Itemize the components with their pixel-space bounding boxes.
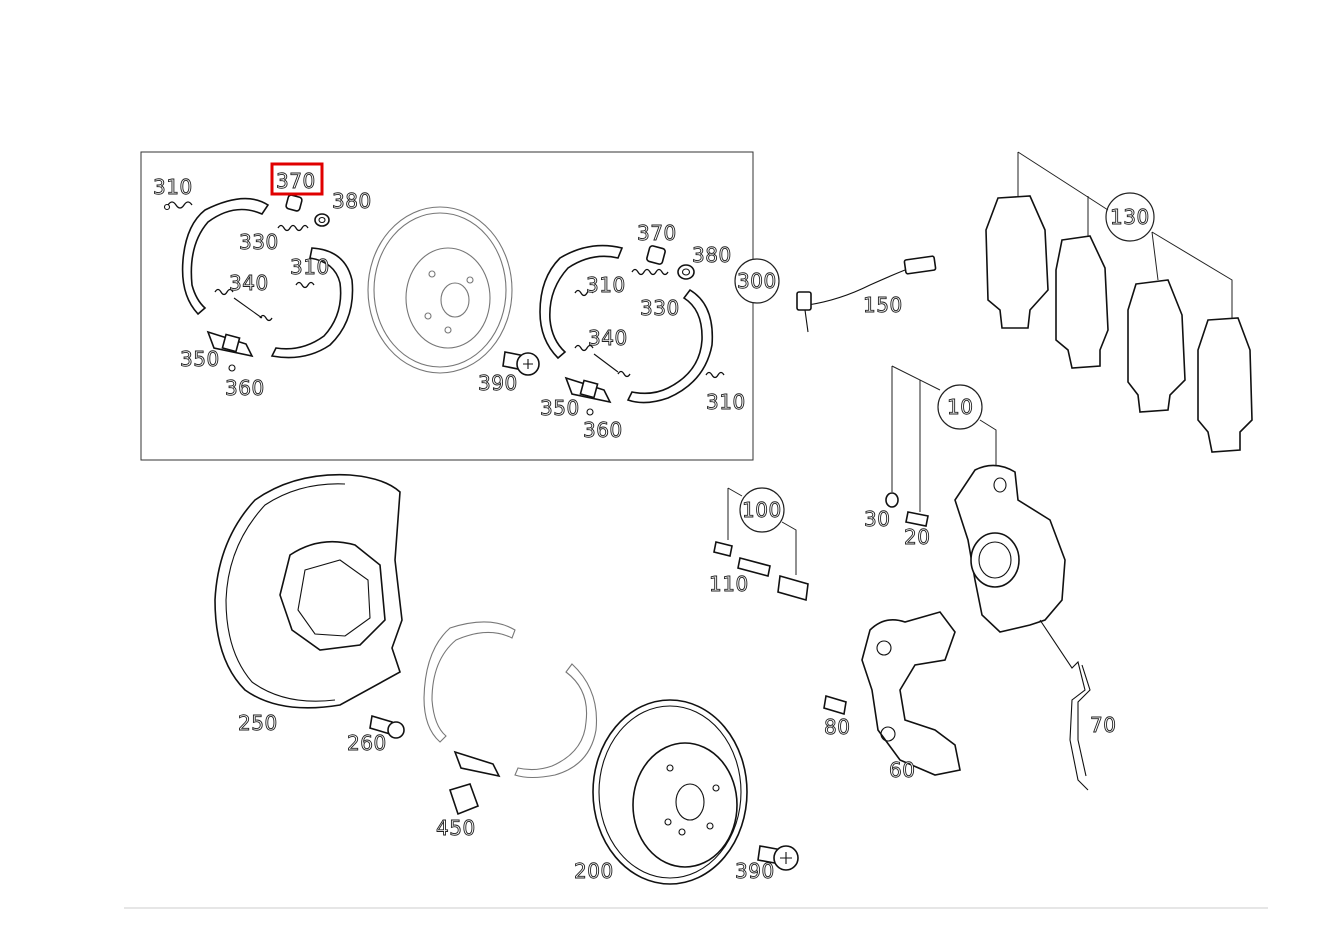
- spring-310-right[interactable]: [574, 289, 594, 297]
- adjuster-nut-370-right[interactable]: [646, 245, 666, 265]
- spring-310-right-2[interactable]: [705, 371, 725, 379]
- sleeve-380-left[interactable]: [314, 213, 330, 227]
- caliper-carrier-60[interactable]: [861, 611, 961, 776]
- label-350-a[interactable]: 350: [180, 347, 220, 372]
- label-390-b[interactable]: 390: [735, 859, 775, 884]
- brake-disc-drum-inner[interactable]: [367, 206, 513, 374]
- brake-disc-200[interactable]: [592, 699, 748, 885]
- leader-100: [727, 487, 797, 575]
- spring-330-left[interactable]: [277, 224, 309, 232]
- leader-130: [1017, 151, 1233, 318]
- label-30[interactable]: 30: [864, 507, 891, 532]
- sleeve-380-right[interactable]: [677, 264, 695, 280]
- callout-circle-100: [739, 487, 785, 533]
- spring-310-left-2[interactable]: [295, 281, 315, 289]
- caliper-10[interactable]: [954, 464, 1066, 633]
- adjuster-nut-370-left[interactable]: [285, 194, 303, 212]
- guide-pin-110[interactable]: [713, 541, 809, 602]
- label-200[interactable]: 200: [574, 859, 614, 884]
- spring-340-right[interactable]: [574, 344, 631, 378]
- label-20[interactable]: 20: [904, 525, 931, 550]
- adjuster-350-left[interactable]: [206, 330, 254, 358]
- label-100[interactable]: 100: [742, 498, 782, 523]
- label-390-a[interactable]: 390: [478, 371, 518, 396]
- wear-sensor-150[interactable]: [796, 255, 937, 333]
- label-80[interactable]: 80: [824, 715, 851, 740]
- label-380-b[interactable]: 380: [692, 243, 732, 268]
- backing-plate-250[interactable]: [214, 473, 403, 709]
- label-330-b[interactable]: 330: [640, 296, 680, 321]
- label-300[interactable]: 300: [737, 269, 777, 294]
- label-350-b[interactable]: 350: [540, 396, 580, 421]
- label-450[interactable]: 450: [436, 816, 476, 841]
- label-150[interactable]: 150: [863, 293, 903, 318]
- label-250[interactable]: 250: [238, 711, 278, 736]
- leader-10: [891, 365, 997, 512]
- carrier-bolt-80[interactable]: [823, 694, 847, 716]
- label-60[interactable]: 60: [889, 758, 916, 783]
- label-10[interactable]: 10: [947, 395, 974, 420]
- adjuster-lower[interactable]: [453, 750, 501, 778]
- label-370-a[interactable]: 370: [276, 169, 316, 194]
- parking-brake-shoes-lower[interactable]: [423, 621, 598, 779]
- bolt-390-lower[interactable]: [757, 845, 799, 871]
- bolt-260[interactable]: [369, 714, 405, 739]
- spring-small-310-left[interactable]: [163, 201, 193, 211]
- bleed-screw-20[interactable]: [905, 511, 929, 527]
- brake-pad-set-130[interactable]: [985, 195, 1253, 453]
- label-380-a[interactable]: 380: [332, 189, 372, 214]
- clip-360-right[interactable]: [586, 408, 594, 416]
- label-70[interactable]: 70: [1090, 713, 1117, 738]
- label-310-c[interactable]: 310: [586, 273, 626, 298]
- clip-360-left[interactable]: [228, 364, 236, 372]
- adjuster-350-right[interactable]: [564, 376, 612, 404]
- anti-rattle-spring-70[interactable]: [1039, 619, 1091, 791]
- label-340-b[interactable]: 340: [588, 326, 628, 351]
- label-130[interactable]: 130: [1110, 205, 1150, 230]
- spring-330-right[interactable]: [631, 268, 669, 276]
- callout-circle-10: [937, 384, 983, 430]
- clip-450[interactable]: [448, 783, 480, 816]
- parking-brake-shoe-left[interactable]: [181, 197, 354, 359]
- label-360-b[interactable]: 360: [583, 418, 623, 443]
- callout-circle-130: [1105, 192, 1155, 242]
- bolt-390-inner[interactable]: [502, 351, 540, 376]
- spring-340-left[interactable]: [214, 288, 273, 322]
- highlight-box-370: [270, 162, 324, 196]
- label-330-a[interactable]: 330: [239, 230, 279, 255]
- label-110[interactable]: 110: [709, 572, 749, 597]
- label-310-a[interactable]: 310: [153, 175, 193, 200]
- label-310-d[interactable]: 310: [706, 390, 746, 415]
- label-360-a[interactable]: 360: [225, 376, 265, 401]
- parking-brake-kit-frame: [140, 151, 754, 461]
- label-340-a[interactable]: 340: [229, 271, 269, 296]
- label-370-b[interactable]: 370: [637, 221, 677, 246]
- bleed-cap-30[interactable]: [885, 492, 899, 508]
- label-310-b[interactable]: 310: [290, 255, 330, 280]
- callout-circle-300: [734, 258, 780, 304]
- parking-brake-shoe-right[interactable]: [539, 244, 714, 404]
- label-260[interactable]: 260: [347, 731, 387, 756]
